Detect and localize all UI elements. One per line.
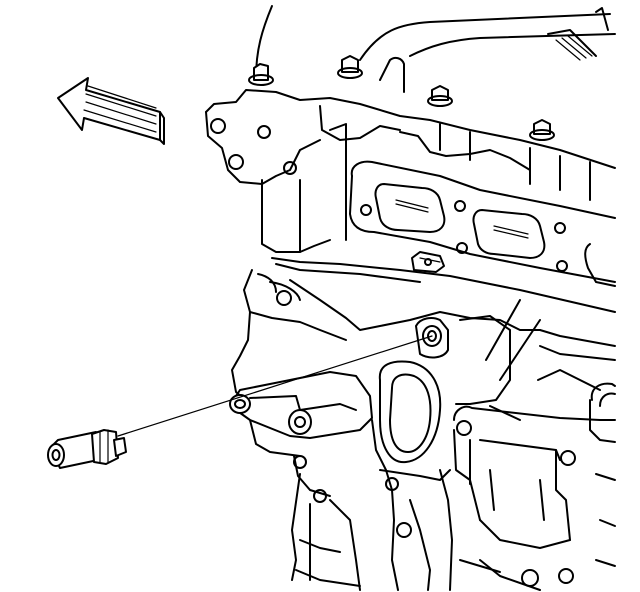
sensor-icon <box>47 429 127 469</box>
install-line <box>117 335 433 437</box>
direction-arrow-icon <box>57 77 165 145</box>
engine-block-icon <box>229 269 616 591</box>
valve-cover <box>359 7 616 93</box>
exhaust-flange <box>349 160 616 287</box>
cylinder-head <box>205 89 616 253</box>
head-gasket <box>271 257 616 313</box>
head-sensor <box>411 251 445 273</box>
cover-bolts <box>248 55 555 141</box>
